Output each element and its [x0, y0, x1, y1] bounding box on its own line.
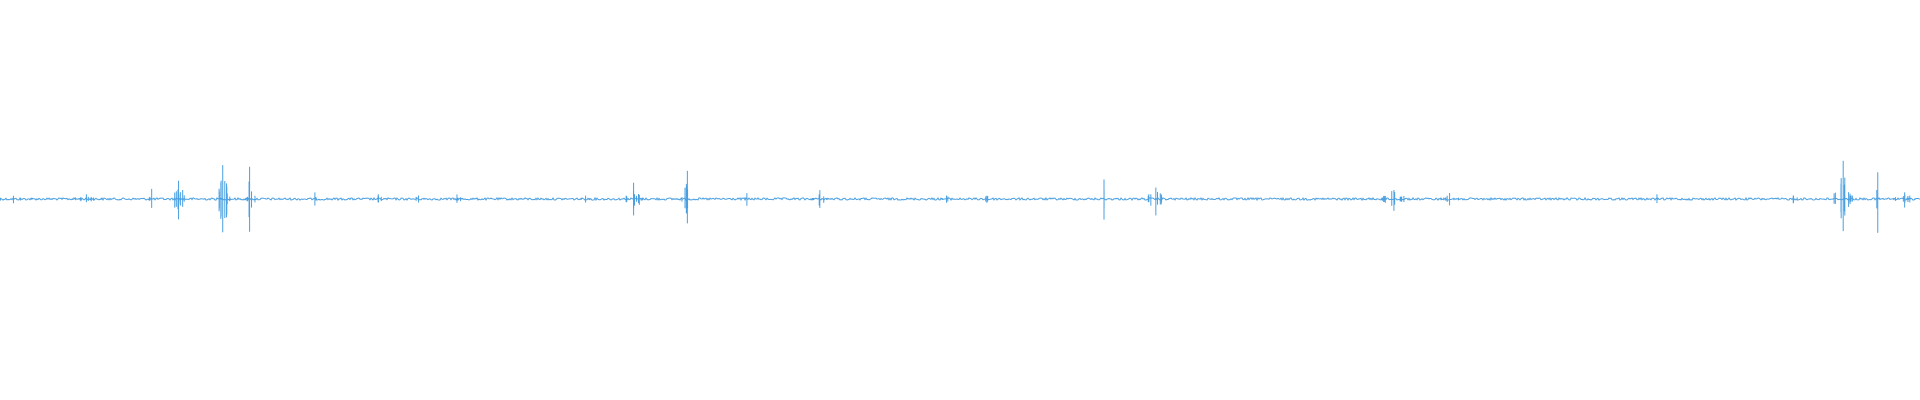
waveform-burst — [248, 166, 251, 232]
waveform-burst — [744, 193, 748, 206]
waveform-burst — [370, 194, 382, 203]
waveform-burst — [1893, 192, 1916, 208]
waveform-burst — [580, 195, 592, 203]
waveform-burst — [1380, 190, 1405, 211]
waveform-burst — [314, 192, 317, 206]
waveform-burst — [1147, 187, 1163, 216]
waveform-burst — [71, 194, 102, 203]
waveform-burst — [218, 165, 231, 233]
waveform-burst — [1656, 194, 1662, 203]
waveform-burst — [1792, 195, 1798, 204]
waveform-burst — [1440, 192, 1461, 206]
waveform-baseline — [0, 196, 1920, 202]
waveform-burst — [148, 188, 153, 208]
waveform-burst — [811, 190, 828, 208]
waveform-burst — [245, 191, 256, 208]
waveform-burst — [985, 195, 989, 203]
waveform-burst — [456, 194, 463, 203]
waveform-burst — [681, 170, 689, 224]
waveform-burst — [1833, 160, 1853, 232]
waveform-trace — [0, 160, 1920, 233]
waveform-burst — [0, 195, 37, 204]
waveform-burst — [941, 195, 949, 203]
waveform-burst — [1876, 172, 1879, 233]
waveform-burst — [174, 180, 185, 220]
waveform-burst — [412, 195, 425, 203]
waveform-burst — [625, 182, 643, 216]
